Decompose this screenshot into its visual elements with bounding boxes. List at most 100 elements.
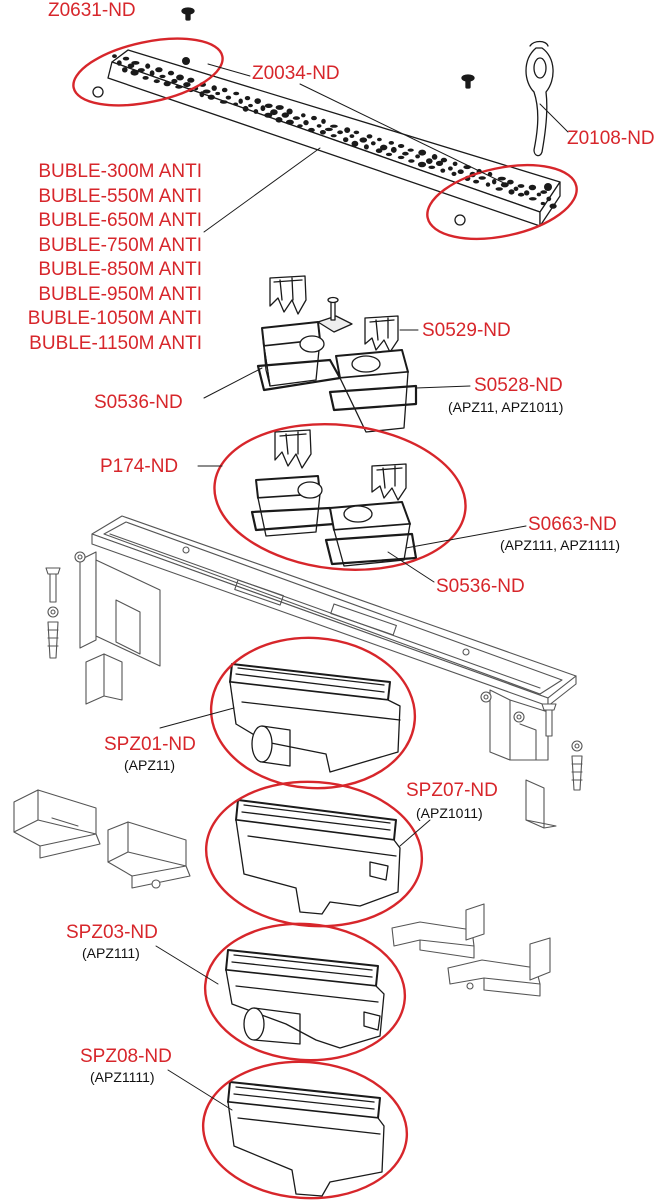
grate-hole xyxy=(418,149,427,156)
grate-hole xyxy=(211,85,217,91)
grate-hole xyxy=(366,134,373,139)
screw-z0631 xyxy=(181,7,195,21)
grate-hole xyxy=(215,91,221,96)
grate-hole xyxy=(281,112,289,118)
label-z0034: Z0034-ND xyxy=(252,63,340,84)
grate-hole xyxy=(264,112,273,118)
label-spz07: SPZ07-ND xyxy=(406,780,498,801)
grate-hole xyxy=(253,109,259,114)
grate-hole xyxy=(478,176,486,180)
grate-hole xyxy=(440,168,446,173)
grate-hole xyxy=(448,166,453,171)
buble-model: BUBLE-850M ANTI xyxy=(38,259,202,280)
grate-hole xyxy=(207,94,215,100)
grate-hole xyxy=(370,141,376,146)
grate-hole xyxy=(344,127,351,133)
grate-hole xyxy=(122,56,130,61)
label-spz03: SPZ03-ND xyxy=(66,922,158,943)
grate-hole xyxy=(524,190,530,196)
grate-hole xyxy=(127,63,135,69)
grate-hole xyxy=(321,118,326,124)
grate-hole xyxy=(390,146,397,153)
grate-hole xyxy=(175,85,183,89)
grate-hole xyxy=(517,192,525,197)
grate-hole xyxy=(402,151,409,156)
grate-hole xyxy=(116,60,122,66)
grate-hole xyxy=(428,165,436,169)
grate-hole xyxy=(254,98,261,104)
grate-hole xyxy=(137,68,145,73)
leveling-bracket-right xyxy=(391,903,551,997)
grate-hole xyxy=(353,130,360,135)
sublabel-s0663: (APZ111, APZ1111) xyxy=(500,537,621,553)
grate-hole xyxy=(130,69,139,76)
grate-hole xyxy=(297,124,303,128)
highlight-spz07 xyxy=(204,780,424,928)
label-spz01: SPZ01-ND xyxy=(104,734,196,755)
grate-hole xyxy=(507,179,514,185)
installation-frame xyxy=(45,515,583,829)
sublabel-spz01: (APZ11) xyxy=(124,757,176,773)
grate-hole xyxy=(171,78,178,84)
highlight-spz01 xyxy=(209,636,417,790)
grate-lift-hook xyxy=(525,40,554,157)
grate-hole xyxy=(417,161,427,168)
grate-hole xyxy=(500,182,509,188)
buble-model: BUBLE-300M ANTI xyxy=(38,161,202,182)
grate-hole xyxy=(149,70,155,77)
grate-hole xyxy=(451,171,457,176)
drain-grate xyxy=(92,49,561,227)
buble-model: BUBLE-1150M ANTI xyxy=(29,332,202,354)
grate-hole xyxy=(397,155,405,160)
sublabel-spz08: (APZ1111) xyxy=(90,1069,155,1085)
grate-hole xyxy=(292,116,300,120)
label-s0529: S0529-ND xyxy=(422,320,511,341)
leader-lines xyxy=(155,63,569,1111)
grate-hole xyxy=(248,103,253,108)
grate-hole xyxy=(301,113,306,118)
grate-hole xyxy=(343,137,349,143)
grate-hole xyxy=(408,159,415,163)
sublabel-spz03: (APZ111) xyxy=(82,945,140,961)
siphon-spz07 xyxy=(235,799,401,915)
label-z0631: Z0631-ND xyxy=(48,0,136,21)
grate-hole xyxy=(435,160,444,166)
grate-hole xyxy=(536,192,542,197)
grate-hole xyxy=(440,157,448,163)
highlight-grate-end-right xyxy=(426,163,578,241)
grate-hole xyxy=(225,95,232,100)
grate-hole xyxy=(285,119,294,125)
grate-hole xyxy=(377,137,382,142)
grate-hole xyxy=(508,189,515,195)
grate-hole xyxy=(199,91,205,98)
grate-hole xyxy=(112,54,117,58)
grate-hole xyxy=(159,74,166,79)
grate-hole xyxy=(131,61,140,65)
grate-hole xyxy=(528,184,537,191)
siphon-spz03 xyxy=(225,949,385,1049)
sublabel-spz07: (APZ1011) xyxy=(416,805,483,821)
grate-hole xyxy=(452,161,458,166)
grate-hole xyxy=(163,81,171,87)
grate-hole xyxy=(517,184,525,188)
highlight-ellipses xyxy=(72,37,578,1200)
grate-hole xyxy=(426,158,433,165)
screw-loose xyxy=(461,74,475,89)
grate-hole xyxy=(153,79,160,84)
grate-hole xyxy=(549,203,557,209)
grate-hole xyxy=(233,91,240,96)
grate-hole xyxy=(238,98,243,104)
grate-hole xyxy=(187,77,195,83)
grate-hole xyxy=(122,67,128,73)
grate-hole xyxy=(492,179,497,185)
grate-hole xyxy=(324,127,333,132)
grate-hole xyxy=(270,109,278,116)
grate-hole xyxy=(233,102,239,106)
grate-hole xyxy=(473,179,480,184)
grate-hole xyxy=(242,105,249,112)
grate-hole xyxy=(540,190,548,194)
label-s0536-bottom: S0536-ND xyxy=(436,576,525,597)
grate-hole xyxy=(286,108,293,115)
buble-model: BUBLE-950M ANTI xyxy=(38,283,202,305)
buble-model: BUBLE-750M ANTI xyxy=(38,234,202,256)
